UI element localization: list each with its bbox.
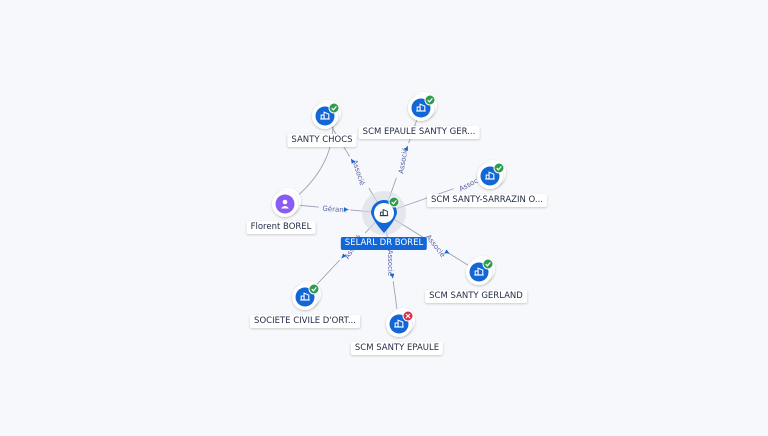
company-icon: [379, 208, 389, 217]
svg-text:Gérant: Gérant: [322, 205, 347, 215]
node-florent-borel[interactable]: [272, 188, 301, 217]
active-check-icon: [424, 94, 436, 106]
closed-cross-icon: [402, 310, 414, 322]
edge-arrow-florent-borel: [343, 207, 349, 212]
edge-label-scm-epaule-santy-ger: Associé: [394, 141, 411, 180]
edge-arrow-scm-epaule-santy-ger: [404, 145, 408, 151]
node-scm-epaule-santy-ger[interactable]: [408, 92, 437, 121]
node-scm-santy-gerland[interactable]: [466, 256, 495, 285]
node-label-center[interactable]: SELARL DR BOREL: [340, 237, 428, 250]
nodes-layer: [272, 92, 506, 337]
active-check-icon: [308, 283, 320, 295]
node-label-societe-civile[interactable]: SOCIETE CIVILE D'ORT...: [250, 315, 360, 328]
node-scm-santy-epaule[interactable]: [386, 308, 415, 337]
edge-arrow-societe-civile: [341, 253, 347, 259]
svg-text:Associé: Associé: [386, 250, 394, 276]
edge-arrow-santy-chocs: [350, 158, 356, 164]
person-icon: [275, 194, 295, 214]
edge-label-florent-borel: Gérant: [318, 202, 351, 215]
active-check-icon: [388, 196, 400, 208]
node-label-florent-borel[interactable]: Florent BOREL: [246, 221, 316, 234]
node-label-santy-chocs[interactable]: SANTY CHOCS: [287, 134, 357, 147]
edge-florent-borel-santy-chocs: [294, 123, 334, 199]
edge-label-scm-santy-epaule: Associé: [385, 244, 396, 282]
active-check-icon: [493, 162, 505, 174]
node-label-scm-epaule-santy-ger[interactable]: SCM EPAULE SANTY GER...: [358, 126, 480, 139]
active-check-icon: [328, 102, 340, 114]
edge-label-santy-chocs: Associé: [348, 153, 370, 192]
node-center[interactable]: [362, 191, 406, 235]
node-scm-santy-sarrazin[interactable]: [477, 160, 506, 189]
node-societe-civile[interactable]: [292, 281, 321, 310]
node-label-scm-santy-sarrazin[interactable]: SCM SANTY-SARRAZIN O...: [426, 194, 548, 207]
active-check-icon: [482, 258, 494, 270]
node-label-scm-santy-gerland[interactable]: SCM SANTY GERLAND: [425, 290, 527, 303]
node-santy-chocs[interactable]: [312, 100, 341, 129]
node-label-scm-santy-epaule[interactable]: SCM SANTY EPAULE: [350, 342, 444, 355]
edge-arrow-scm-santy-epaule: [390, 273, 395, 279]
edge-arrow-scm-santy-gerland: [444, 249, 450, 254]
